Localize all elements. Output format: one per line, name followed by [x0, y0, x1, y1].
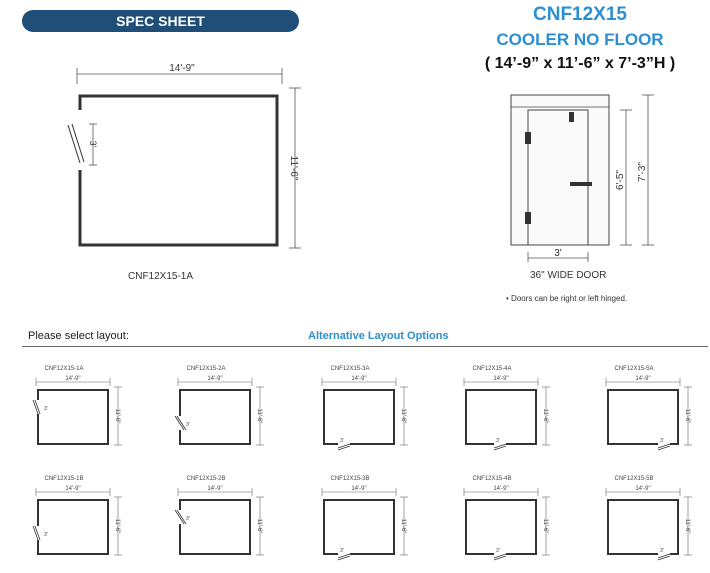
layout-door-label: 3' — [186, 422, 190, 428]
layout-width-label: 14'-9" — [351, 486, 366, 492]
layout-option-7[interactable]: CNF12X15-2B 14'-9" 11'-6" 3' — [170, 470, 280, 573]
layout-door-label: 3' — [44, 532, 48, 538]
layout-depth-label: 11'-6" — [256, 519, 262, 534]
layout-depth-label: 11'-6" — [256, 409, 262, 424]
layout-door-label: 3' — [660, 548, 664, 554]
layout-name: CNF12X15-5B — [614, 476, 653, 482]
main-floor-plan: 14'-9" 3' 11'-6" — [67, 63, 301, 249]
main-door-label: 3' — [88, 141, 98, 148]
bullet-icon: • — [506, 294, 509, 303]
hinge-top-icon — [525, 132, 531, 144]
layout-option-6[interactable]: CNF12X15-1B 14'-9" 11'-6" 3' — [28, 470, 138, 573]
select-layout-label: Please select layout: — [28, 330, 129, 342]
layout-width-label: 14'-9" — [65, 486, 80, 492]
layout-walls — [179, 389, 251, 445]
layout-walls — [465, 499, 537, 555]
model-dimensions: ( 14’-9” x 11’-6” x 7’-3”H ) — [484, 55, 676, 72]
layout-walls — [607, 389, 679, 445]
layout-walls — [37, 499, 109, 555]
layout-name: CNF12X15-3A — [330, 366, 369, 372]
section-divider — [22, 346, 708, 347]
total-height-label: 7'-3" — [637, 162, 648, 182]
layout-width-label: 14'-9" — [65, 376, 80, 382]
spec-sheet-banner: SPEC SHEET — [22, 10, 299, 32]
layout-option-3[interactable]: CNF12X15-3A 14'-9" 11'-6" 3' — [314, 360, 424, 463]
layout-name: CNF12X15-4B — [472, 476, 511, 482]
layout-width-label: 14'-9" — [207, 376, 222, 382]
door-elevation: 3' 6'-5" 7'-3" — [510, 94, 654, 262]
layout-width-label: 14'-9" — [635, 486, 650, 492]
layout-name: CNF12X15-2A — [186, 366, 225, 372]
layout-walls — [323, 389, 395, 445]
layout-door-label: 3' — [44, 406, 48, 412]
door-note-text: Doors can be right or left hinged. — [511, 294, 628, 303]
layout-name: CNF12X15-5A — [614, 366, 653, 372]
layout-door-label: 3' — [340, 438, 344, 444]
layout-door-label: 3' — [340, 548, 344, 554]
layout-depth-label: 11'-6" — [684, 409, 690, 424]
hinge-bottom-icon — [525, 212, 531, 224]
layout-depth-label: 11'-6" — [114, 409, 120, 424]
layout-width-label: 14'-9" — [207, 486, 222, 492]
layout-walls — [465, 389, 537, 445]
door-caption: 36" WIDE DOOR — [530, 270, 607, 281]
layout-walls — [37, 389, 109, 445]
door-height-label: 6'-5" — [615, 170, 626, 190]
layout-depth-label: 11'-6" — [684, 519, 690, 534]
door-width-label: 3' — [554, 248, 562, 259]
alternative-layout-label: Alternative Layout Options — [308, 330, 449, 342]
layout-width-label: 14'-9" — [351, 376, 366, 382]
layout-option-1[interactable]: CNF12X15-1A 14'-9" 11'-6" 3' — [28, 360, 138, 463]
model-title: CNF12X15 — [533, 4, 627, 25]
layout-depth-label: 11'-6" — [542, 409, 548, 424]
door-latch-icon — [569, 112, 574, 122]
layout-name: CNF12X15-1B — [44, 476, 83, 482]
layout-depth-label: 11'-6" — [542, 519, 548, 534]
layout-width-label: 14'-9" — [635, 376, 650, 382]
layout-option-5[interactable]: CNF12X15-5A 14'-9" 11'-6" 3' — [598, 360, 708, 463]
main-plan-caption: CNF12X15-1A — [128, 271, 194, 282]
layout-name: CNF12X15-2B — [186, 476, 225, 482]
layout-option-8[interactable]: CNF12X15-3B 14'-9" 11'-6" 3' — [314, 470, 424, 573]
door-handle-icon — [570, 182, 592, 186]
layout-name: CNF12X15-1A — [44, 366, 83, 372]
layout-name: CNF12X15-4A — [472, 366, 511, 372]
layout-depth-label: 11'-6" — [114, 519, 120, 534]
main-depth-label: 11'-6" — [288, 156, 299, 181]
layout-width-label: 14'-9" — [493, 376, 508, 382]
layout-option-2[interactable]: CNF12X15-2A 14'-9" 11'-6" 3' — [170, 360, 280, 463]
layout-door-label: 3' — [186, 516, 190, 522]
layout-depth-label: 11'-6" — [400, 409, 406, 424]
layout-name: CNF12X15-3B — [330, 476, 369, 482]
layout-option-4[interactable]: CNF12X15-4A 14'-9" 11'-6" 3' — [456, 360, 566, 463]
door-note: • Doors can be right or left hinged. — [506, 294, 627, 303]
layout-option-9[interactable]: CNF12X15-4B 14'-9" 11'-6" 3' — [456, 470, 566, 573]
main-width-label: 14'-9" — [169, 63, 195, 74]
layout-option-10[interactable]: CNF12X15-5B 14'-9" 11'-6" 3' — [598, 470, 708, 573]
layout-door-label: 3' — [660, 438, 664, 444]
layout-walls — [179, 499, 251, 555]
layout-depth-label: 11'-6" — [400, 519, 406, 534]
layout-walls — [323, 499, 395, 555]
layout-width-label: 14'-9" — [493, 486, 508, 492]
layout-door-label: 3' — [496, 438, 500, 444]
layout-walls — [607, 499, 679, 555]
layout-door-label: 3' — [496, 548, 500, 554]
model-subtitle: COOLER NO FLOOR — [496, 30, 664, 49]
